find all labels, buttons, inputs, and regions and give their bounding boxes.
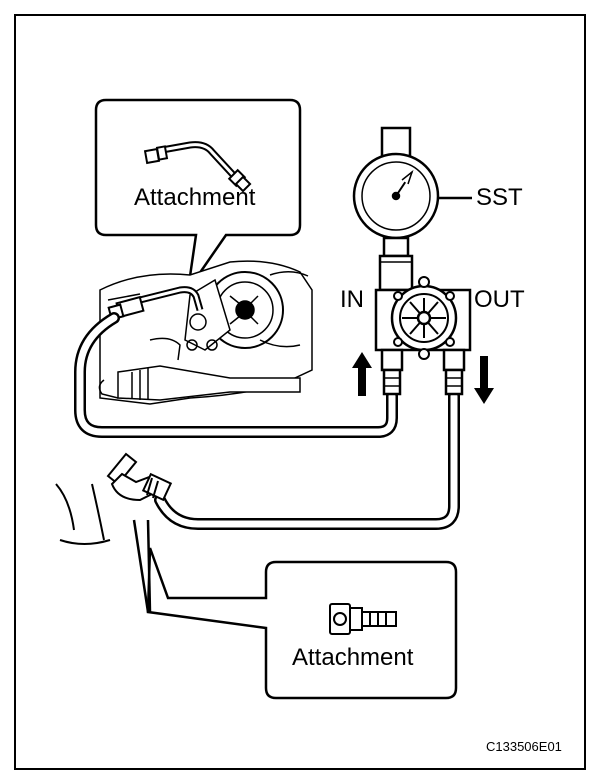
figure-code: C133506E01 bbox=[486, 739, 562, 754]
elbow-fitting bbox=[106, 452, 173, 502]
hose-out-inner bbox=[156, 392, 458, 528]
callout-top bbox=[94, 98, 302, 291]
union-nut-icon bbox=[329, 603, 397, 635]
pump-attachment bbox=[107, 286, 204, 321]
pressure-gauge-icon bbox=[352, 126, 440, 292]
arrow-down-icon bbox=[474, 356, 494, 404]
sst-label: SST bbox=[476, 184, 523, 211]
in-label: IN bbox=[340, 286, 364, 313]
return-pipe bbox=[55, 483, 111, 545]
attachment-top-label: Attachment bbox=[134, 184, 256, 211]
hose-out bbox=[154, 390, 460, 530]
out-label: OUT bbox=[474, 286, 525, 313]
hose-in-inner bbox=[76, 314, 396, 436]
hose-fitting-icon bbox=[143, 141, 252, 193]
engine-sketch bbox=[98, 260, 313, 405]
callout-bottom bbox=[146, 547, 458, 700]
arrow-up-icon bbox=[352, 352, 372, 396]
attachment-bottom-label: Attachment bbox=[292, 644, 414, 671]
manifold-block bbox=[374, 276, 472, 396]
